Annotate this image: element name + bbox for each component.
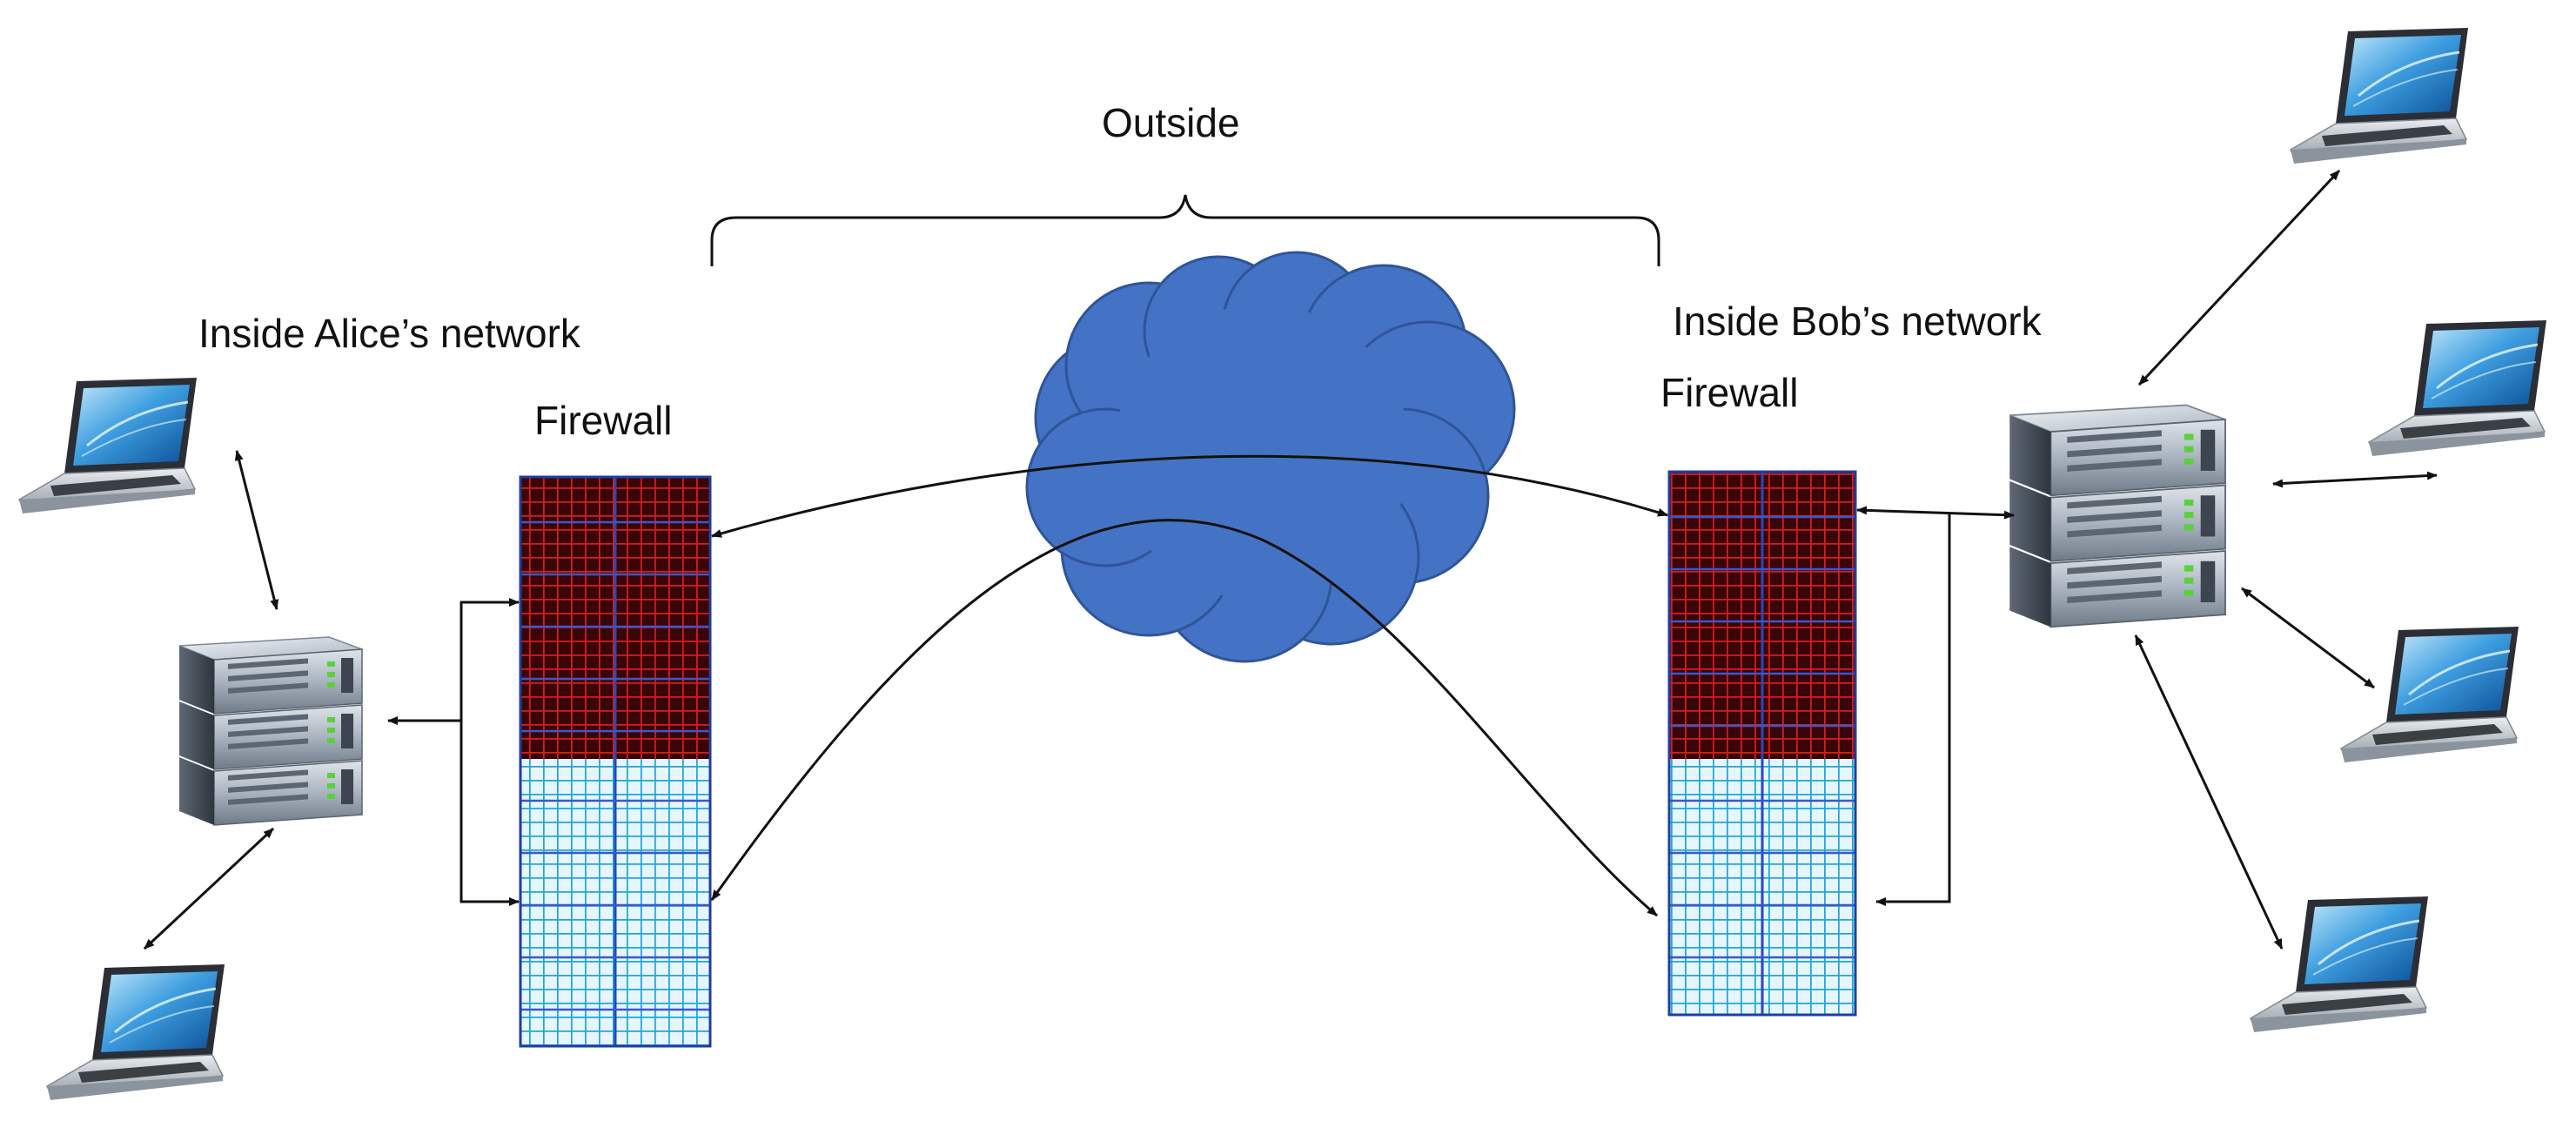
server-rack-icon bbox=[2009, 404, 2226, 628]
server-rack-icon bbox=[178, 636, 363, 826]
link-arrow bbox=[710, 519, 1658, 917]
outside-brace bbox=[710, 194, 1660, 266]
firewall-alice bbox=[519, 475, 712, 1048]
firewall-alice-label: Firewall bbox=[534, 398, 673, 443]
firewall-bob bbox=[1667, 470, 1857, 1017]
link-arrow bbox=[711, 454, 1668, 538]
outside-label: Outside bbox=[1102, 100, 1240, 145]
laptop-icon bbox=[17, 376, 198, 515]
link-arrow bbox=[2241, 587, 2375, 689]
link-arrow bbox=[2137, 169, 2341, 386]
link-arrow bbox=[460, 598, 520, 906]
link-arrow bbox=[143, 827, 275, 950]
laptop-icon bbox=[45, 963, 226, 1102]
link-arrow bbox=[2272, 471, 2438, 488]
link-arrow bbox=[234, 450, 279, 610]
link-arrow bbox=[1875, 514, 1951, 906]
laptop-icon bbox=[2367, 319, 2548, 458]
link-arrow bbox=[1856, 506, 2015, 520]
laptop-icon bbox=[2289, 26, 2470, 165]
firewall-bob-label: Firewall bbox=[1660, 370, 1799, 415]
laptop-icon bbox=[2249, 895, 2430, 1034]
alice-network-label: Inside Alice’s network bbox=[198, 311, 580, 356]
link-arrow bbox=[2134, 634, 2284, 950]
laptop-icon bbox=[2339, 625, 2520, 764]
bob-network-label: Inside Bob’s network bbox=[1673, 299, 2042, 344]
